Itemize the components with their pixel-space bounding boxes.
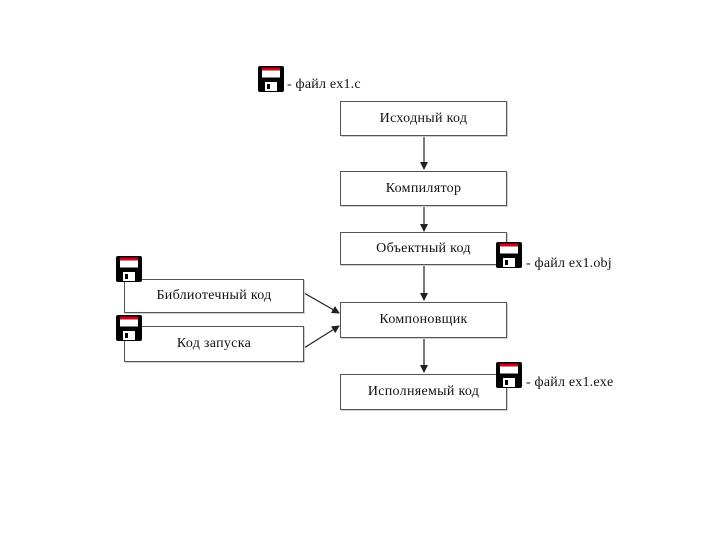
library-code-box: Библиотечный код bbox=[124, 279, 304, 313]
floppy-disk-icon bbox=[258, 66, 284, 92]
floppy-disk-icon bbox=[116, 315, 142, 341]
linker-box: Компоновщик bbox=[340, 302, 507, 338]
object-file-label: - файл ex1.obj bbox=[526, 256, 612, 271]
source-code-box: Исходный код bbox=[340, 101, 507, 136]
compiler-box: Компилятор bbox=[340, 171, 507, 206]
arrow-library-to-linker bbox=[303, 292, 340, 314]
arrow-startup-to-linker bbox=[303, 325, 340, 349]
floppy-disk-icon bbox=[496, 362, 522, 388]
floppy-disk-icon bbox=[116, 256, 142, 282]
floppy-disk-icon bbox=[496, 242, 522, 268]
startup-code-box: Код запуска bbox=[124, 326, 304, 362]
object-code-box: Объектный код bbox=[340, 232, 507, 265]
source-file-label: - файл ex1.c bbox=[287, 77, 361, 92]
executable-file-label: - файл ex1.exe bbox=[526, 375, 614, 390]
executable-code-box: Исполняемый код bbox=[340, 374, 507, 410]
